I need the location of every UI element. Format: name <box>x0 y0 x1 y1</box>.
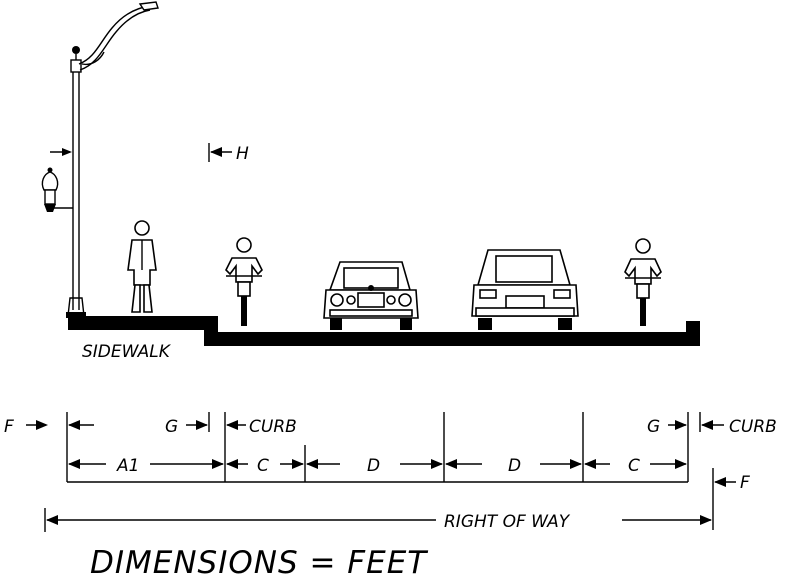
street-lamp <box>41 1 159 317</box>
label-sidewalk: SIDEWALK <box>82 342 172 362</box>
sidewalk-slab <box>68 316 218 330</box>
label-c-right: C <box>628 456 640 476</box>
cyclist-right <box>624 238 662 326</box>
label-d-left: D <box>367 456 380 476</box>
roadway <box>204 332 700 346</box>
label-f-right: F <box>740 473 750 493</box>
curb-right <box>686 321 700 346</box>
label-h: H <box>236 144 249 164</box>
cyclist-left <box>225 237 263 326</box>
pedestrian-figure <box>127 220 157 313</box>
label-curb-left: CURB <box>249 417 297 437</box>
street-profile <box>66 312 700 346</box>
h-dimension: H <box>208 143 249 164</box>
label-a1: A1 <box>116 456 139 476</box>
dimension-lines <box>26 412 736 532</box>
car-front-view <box>323 261 419 330</box>
label-g-right: G <box>647 417 660 437</box>
label-f-left: F <box>4 417 14 437</box>
label-d-right: D <box>508 456 521 476</box>
label-g-left: G <box>165 417 178 437</box>
label-curb-right: CURB <box>729 417 777 437</box>
label-c-left: C <box>257 456 269 476</box>
dimensions-note: DIMENSIONS = FEET <box>90 545 428 579</box>
car-rear-view <box>471 249 579 330</box>
label-right-of-way: RIGHT OF WAY <box>444 512 571 532</box>
